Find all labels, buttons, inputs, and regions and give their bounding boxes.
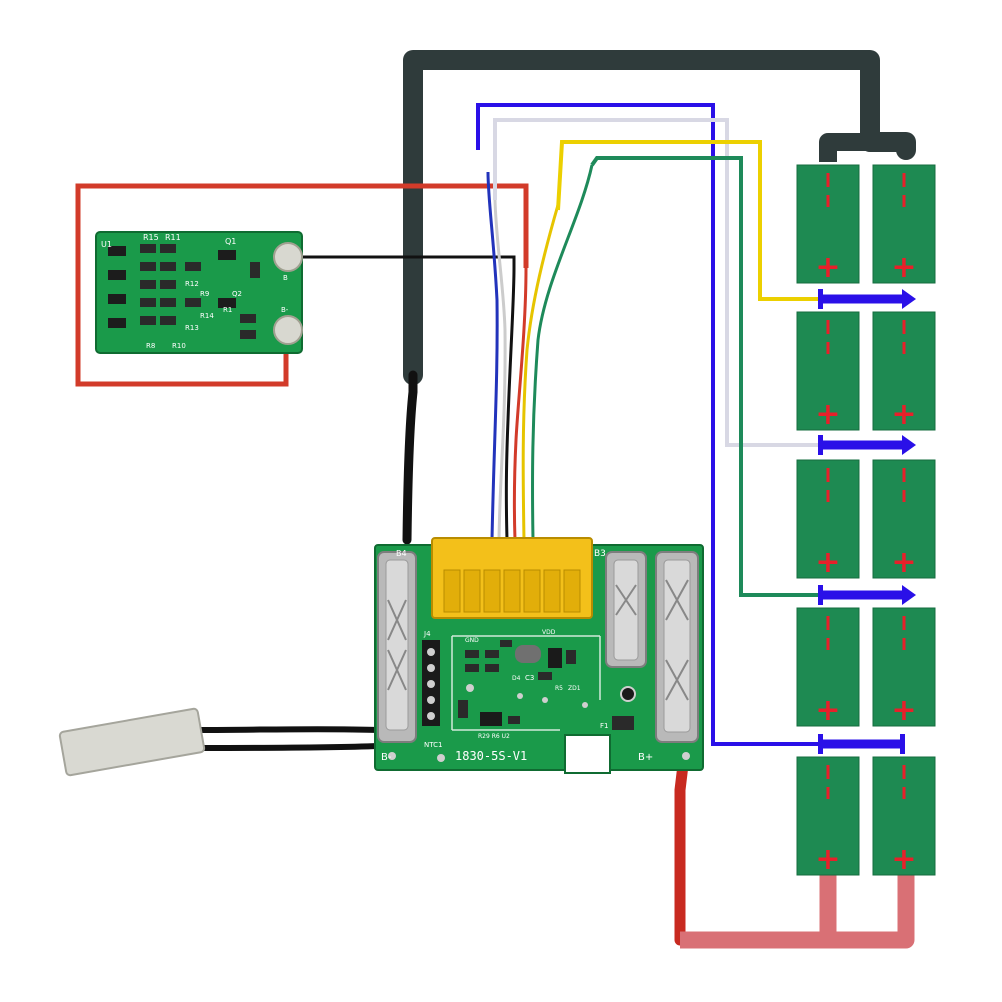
b3-terminal bbox=[605, 551, 647, 668]
cell-jumper-3 bbox=[818, 585, 916, 605]
green-balance-wire bbox=[590, 156, 820, 597]
label-r13: R13 bbox=[185, 324, 199, 332]
cell-plus-sign: + bbox=[891, 250, 916, 285]
label-pad-top: B bbox=[283, 274, 288, 282]
j4-header bbox=[422, 640, 440, 726]
battery-cell-3: + bbox=[796, 311, 860, 432]
label-r9: R9 bbox=[200, 290, 209, 298]
battery-cell-2: + bbox=[872, 164, 936, 285]
balance-pad-top bbox=[273, 242, 303, 272]
battery-cell-4: + bbox=[872, 311, 936, 432]
battery-cell-9: + bbox=[796, 756, 860, 877]
cell-pack: + + + + + + + + + + bbox=[796, 164, 936, 877]
main-board-f1-label: F1 bbox=[600, 722, 608, 730]
bundle-yellow-wire bbox=[521, 204, 560, 541]
label-r8: R8 bbox=[146, 342, 155, 350]
balance-board: U1 R15 R11 Q1 R12 R9 Q2 R14 R13 R1 R8 R1… bbox=[95, 231, 303, 354]
pack-positive-wire bbox=[680, 870, 915, 949]
battery-cell-8: + bbox=[872, 607, 936, 728]
bundle-red-wire bbox=[512, 267, 528, 541]
cell-plus-sign: + bbox=[891, 693, 916, 728]
main-board-gnd-label: GND bbox=[465, 637, 479, 644]
cell-plus-sign: + bbox=[891, 545, 916, 580]
white-balance-wire bbox=[493, 118, 820, 447]
b-minus-terminal bbox=[377, 551, 417, 743]
cell-plus-sign: + bbox=[815, 693, 840, 728]
label-r12: R12 bbox=[185, 280, 199, 288]
yellow-balance-wire bbox=[556, 140, 820, 301]
cell-plus-sign: + bbox=[815, 842, 840, 877]
main-board-b-plus-label: B+ bbox=[638, 752, 653, 763]
battery-cell-1: + bbox=[796, 164, 860, 285]
main-board-ntc-label: NTC1 bbox=[424, 741, 442, 749]
bundle-white-wire bbox=[493, 199, 507, 541]
thermistor bbox=[58, 707, 206, 777]
label-r15: R15 bbox=[143, 233, 159, 242]
cell-plus-sign: + bbox=[815, 545, 840, 580]
main-board-b3-label: B3 bbox=[594, 549, 606, 559]
balance-pad-bottom bbox=[273, 315, 303, 345]
main-board-vdd-label: VDD bbox=[542, 629, 556, 636]
main-board-r29-label: R29 R6 U2 bbox=[478, 733, 510, 740]
label-r1: R1 bbox=[223, 306, 232, 314]
main-negative-wire bbox=[403, 50, 916, 385]
main-negative-wire-branch bbox=[819, 133, 870, 162]
cell-jumper-2 bbox=[818, 435, 916, 455]
thermistor-wires bbox=[199, 726, 381, 751]
label-r11: R11 bbox=[165, 233, 181, 242]
balance-connector[interactable] bbox=[431, 537, 593, 619]
b-plus-terminal bbox=[655, 551, 699, 743]
black-lead-wire bbox=[402, 370, 418, 545]
main-board-b-minus-label: B- bbox=[381, 752, 392, 763]
cell-plus-sign: + bbox=[815, 250, 840, 285]
bundle-green-wire bbox=[531, 164, 594, 541]
main-board-r5-label: R5 bbox=[555, 685, 563, 692]
cell-plus-sign: + bbox=[891, 842, 916, 877]
balance-components bbox=[108, 244, 260, 339]
main-board-components bbox=[388, 635, 690, 762]
main-board-b4-label: B4 bbox=[396, 549, 407, 558]
cell-jumper-1 bbox=[818, 289, 916, 309]
cell-plus-sign: + bbox=[891, 397, 916, 432]
blue-balance-wire bbox=[476, 103, 820, 746]
cell-plus-sign: + bbox=[815, 397, 840, 432]
label-u1: U1 bbox=[101, 240, 112, 249]
bundle-blue-wire bbox=[486, 171, 499, 541]
cell-jumpers bbox=[818, 289, 916, 754]
battery-cell-6: + bbox=[872, 459, 936, 580]
main-board-j4-label: J4 bbox=[423, 630, 431, 638]
main-board-zd1-label: ZD1 bbox=[568, 685, 581, 692]
label-r10: R10 bbox=[172, 342, 186, 350]
balance-black-wire bbox=[288, 255, 516, 268]
label-pad-bottom: B- bbox=[281, 306, 289, 314]
label-q1: Q1 bbox=[225, 237, 236, 246]
bundle-black-wire bbox=[504, 267, 516, 541]
battery-cell-7: + bbox=[796, 607, 860, 728]
label-q2: Q2 bbox=[232, 290, 242, 298]
main-board: 1830-5S-V1 B- B+ B3 NTC1 J4 C3 D4 R5 ZD1… bbox=[374, 537, 704, 775]
main-board-d4-label: D4 bbox=[512, 675, 521, 682]
cell-jumper-4 bbox=[818, 734, 905, 754]
battery-cell-5: + bbox=[796, 459, 860, 580]
label-r14: R14 bbox=[200, 312, 214, 320]
main-board-model-label: 1830-5S-V1 bbox=[455, 749, 527, 763]
battery-cell-10: + bbox=[872, 756, 936, 877]
b-plus-red-wire bbox=[674, 759, 689, 946]
main-board-c3-label: C3 bbox=[525, 674, 534, 682]
